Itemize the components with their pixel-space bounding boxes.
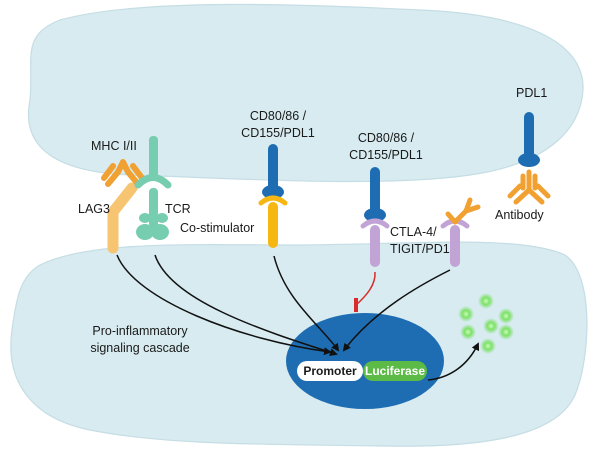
cascade-label-1: Pro-inflammatory xyxy=(92,324,188,338)
luciferase-pill: Luciferase xyxy=(363,361,427,381)
tcr-label: TCR xyxy=(165,202,191,216)
costim-ligand-label-2: CD155/PDL1 xyxy=(241,126,315,140)
tcr-receptor xyxy=(134,136,172,240)
lag3-label: LAG3 xyxy=(78,202,110,216)
arrow-lag3 xyxy=(116,254,332,356)
antibody-icon xyxy=(507,169,551,205)
blocking-antibody xyxy=(445,197,481,225)
costim-receptor-label: Co-stimulator xyxy=(180,221,254,235)
nucleus xyxy=(286,313,444,409)
arrow-costim xyxy=(273,255,340,352)
cascade-label-2: signaling cascade xyxy=(90,341,189,355)
pdl1-label: PDL1 xyxy=(516,86,547,100)
inhib-receptor xyxy=(360,218,390,267)
mhc-label: MHC I/II xyxy=(91,139,137,153)
signal-arrows xyxy=(116,254,480,381)
arrow-luciferase xyxy=(427,342,480,381)
lag3-receptor xyxy=(107,182,138,254)
pdl1-ligand xyxy=(518,112,540,167)
costim-receptor xyxy=(258,195,288,248)
arrow-inhib2 xyxy=(342,269,451,352)
inhib-ligand-label-2: CD155/PDL1 xyxy=(349,148,423,162)
promoter-pill: Promoter xyxy=(297,361,363,381)
promoter-label: Promoter xyxy=(303,364,357,378)
costim-ligand xyxy=(262,144,284,199)
arrow-tcr xyxy=(154,254,338,357)
inhib-receptor-label-2: TIGIT/PD1 xyxy=(390,242,450,256)
luciferase-label: Luciferase xyxy=(365,364,425,378)
antibody-label: Antibody xyxy=(495,208,544,222)
costim-ligand-label-1: CD80/86 / xyxy=(250,109,307,123)
luminescence-dots xyxy=(458,293,514,354)
inhib-ligand-label-1: CD80/86 / xyxy=(358,131,415,145)
inhibition-marker xyxy=(354,271,376,312)
inhib-ligand xyxy=(364,167,386,222)
top-cell xyxy=(27,3,584,183)
inhib-receptor-label-1: CTLA-4/ xyxy=(390,225,437,239)
